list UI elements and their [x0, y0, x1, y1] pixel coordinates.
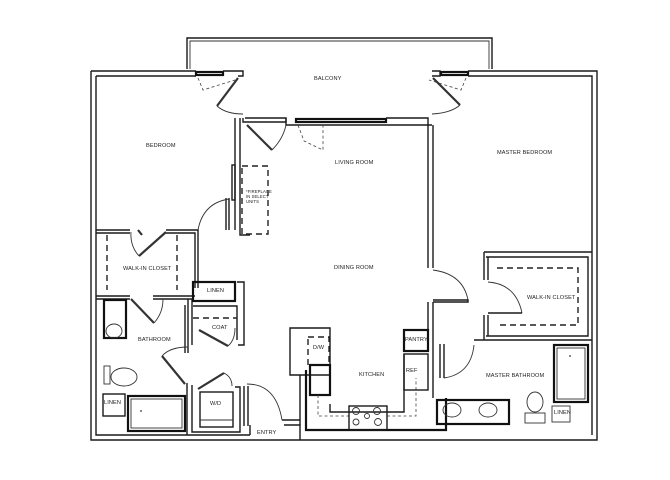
- fixture-label-washer-dryer: W/D: [210, 401, 222, 407]
- balcony-doors: [197, 77, 467, 151]
- room-label-bedroom: BEDROOM: [146, 143, 176, 149]
- room-label-bathroom: BATHROOM: [138, 337, 171, 343]
- bathtub: [126, 394, 187, 433]
- room-label-dining-room: DINING ROOM: [334, 265, 374, 271]
- room-label-entry: ENTRY: [257, 430, 277, 436]
- room-label-walk-in-closet-right: WALK-IN CLOSET: [527, 295, 576, 301]
- dishwasher-outline: [307, 336, 330, 366]
- room-label-living-room: LIVING ROOM: [335, 160, 374, 166]
- fixture-label-dishwasher: D/W: [313, 345, 325, 351]
- master-bathtub: [552, 343, 590, 404]
- fireplace-note: *FIREPLACE IN SELECT UNITS: [246, 189, 272, 204]
- room-label-master-bedroom: MASTER BEDROOM: [497, 150, 553, 156]
- room-label-walk-in-closet-left: WALK-IN CLOSET: [123, 266, 172, 272]
- fireplace-outline: [241, 165, 269, 235]
- fixture-label-linen-master-bath: LINEN: [554, 410, 571, 416]
- fixture-label-linen-bath: LINEN: [104, 400, 121, 406]
- fixture-label-refrigerator: REF: [406, 368, 418, 374]
- exterior-walls: [90, 70, 598, 441]
- room-label-kitchen: KITCHEN: [359, 372, 385, 378]
- fixture-label-coat: COAT: [212, 325, 228, 331]
- fixture-label-linen-hall: LINEN: [207, 288, 224, 294]
- double-vanity: [435, 398, 511, 426]
- room-label-master-bathroom: MASTER BATHROOM: [486, 373, 545, 379]
- interior-walls: [96, 118, 592, 435]
- stove: [348, 405, 388, 431]
- fixture-label-pantry: PANTRY: [405, 337, 428, 343]
- bath-vanity: [102, 298, 128, 340]
- washer-dryer: [199, 391, 234, 428]
- balcony-railing: [186, 37, 493, 69]
- room-label-balcony: BALCONY: [314, 76, 342, 82]
